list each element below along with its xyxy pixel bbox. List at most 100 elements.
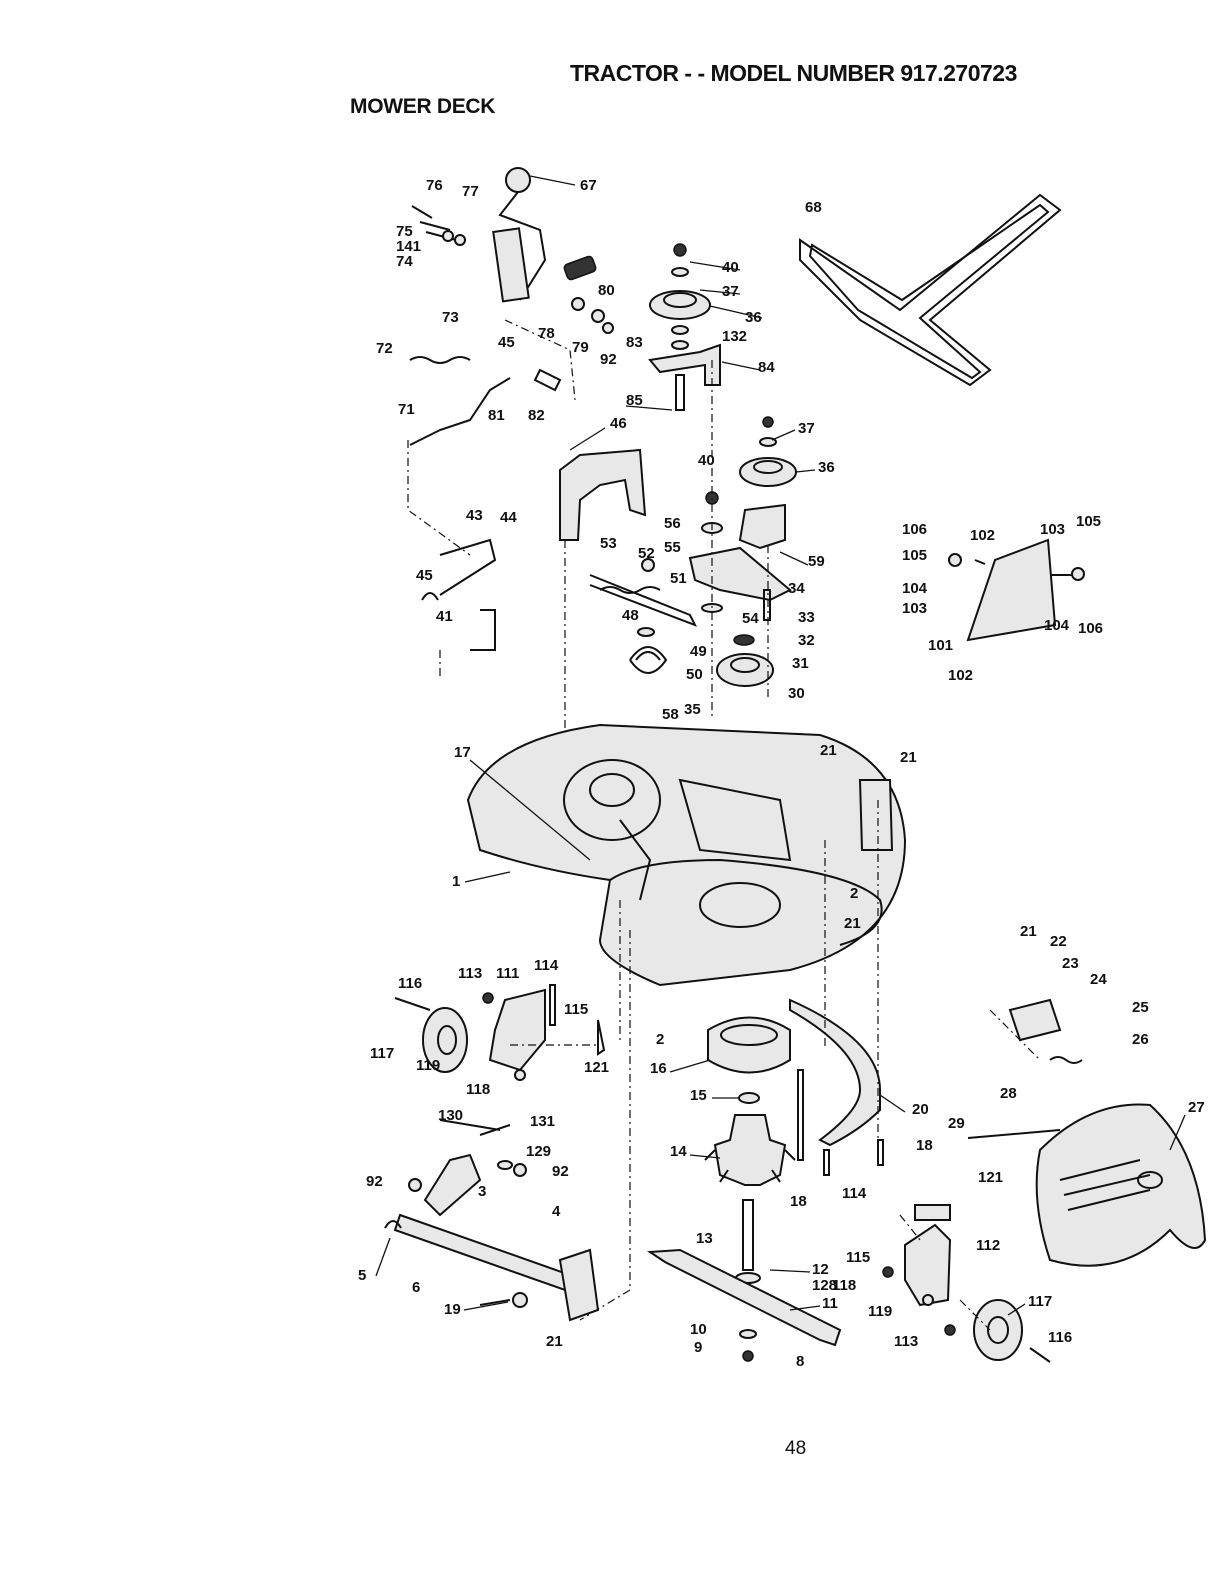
part-callout-p67: 67 <box>580 177 597 194</box>
part-callout-p102a: 102 <box>970 527 995 544</box>
page-number: 48 <box>785 1438 807 1459</box>
part-callout-p30: 30 <box>788 685 805 702</box>
right-gauge-wheel <box>882 1204 1051 1363</box>
left-gauge-wheel <box>394 984 606 1081</box>
part-callout-p29: 29 <box>948 1115 965 1132</box>
part-callout-p75: 75 <box>396 223 413 240</box>
part-callout-p34: 34 <box>788 580 805 597</box>
deck-housing <box>466 723 907 987</box>
part-callout-p119b: 119 <box>868 1303 892 1320</box>
part-callout-p130: 130 <box>438 1107 463 1124</box>
part-callout-p55: 55 <box>664 539 681 556</box>
part-callout-p33: 33 <box>798 609 815 626</box>
part-callout-p81: 81 <box>488 407 505 424</box>
part-callout-p103b: 103 <box>902 600 927 617</box>
part-callout-p2b: 2 <box>656 1031 664 1048</box>
springs-and-rods <box>409 356 562 651</box>
part-callout-p40a: 40 <box>722 259 739 276</box>
upper-idler-pulley <box>648 243 721 411</box>
part-callout-p44: 44 <box>500 509 517 526</box>
lift-links <box>384 1119 600 1322</box>
part-callout-p21d: 21 <box>546 1333 563 1350</box>
part-callout-p77: 77 <box>462 183 479 200</box>
part-callout-p51: 51 <box>670 570 687 587</box>
part-callout-p113a: 113 <box>458 965 482 982</box>
part-callout-p106b: 106 <box>1078 620 1103 637</box>
part-callout-p23: 23 <box>1062 955 1079 972</box>
part-callout-p104b: 104 <box>1044 617 1070 634</box>
idler-arm-springs <box>589 558 698 674</box>
part-callout-p129: 129 <box>526 1143 551 1160</box>
part-callout-p2a: 2 <box>850 885 858 902</box>
part-callout-p6: 6 <box>412 1279 420 1296</box>
part-callout-p8: 8 <box>796 1353 804 1370</box>
part-callout-p40b: 40 <box>698 452 715 469</box>
part-callout-p114b: 114 <box>842 1185 867 1202</box>
spindle-blade-assembly <box>646 1016 842 1362</box>
part-callout-p118a: 118 <box>466 1081 490 1098</box>
part-callout-p35: 35 <box>684 701 701 718</box>
part-callout-p115b: 115 <box>846 1249 870 1266</box>
part-callout-p85: 85 <box>626 392 643 409</box>
part-callout-p105b: 105 <box>902 547 927 564</box>
part-callout-p14: 14 <box>670 1143 687 1160</box>
part-callout-p78: 78 <box>538 325 555 342</box>
page-title: TRACTOR - - MODEL NUMBER 917.270723 <box>570 60 1017 86</box>
part-callout-p36b: 36 <box>818 459 835 476</box>
part-callout-p50: 50 <box>686 666 703 683</box>
part-callout-p21a: 21 <box>820 742 837 759</box>
part-callout-p102b: 102 <box>948 667 973 684</box>
part-callout-p11: 11 <box>822 1295 838 1312</box>
part-callout-p36a: 36 <box>745 309 762 326</box>
part-callout-p9: 9 <box>694 1339 702 1356</box>
part-callout-p26: 26 <box>1132 1031 1149 1048</box>
part-callout-p101: 101 <box>928 637 953 654</box>
part-callout-p45a: 45 <box>498 334 515 351</box>
leader-lines <box>375 175 1186 1316</box>
section-title: MOWER DECK <box>350 95 496 118</box>
part-callout-p121b: 121 <box>978 1169 1003 1186</box>
discharge-chute <box>967 998 1207 1267</box>
part-callout-p37a: 37 <box>722 283 739 300</box>
part-callout-p128: 128 <box>812 1277 837 1294</box>
part-callout-p28: 28 <box>1000 1085 1017 1102</box>
part-callout-p111: 111 <box>496 965 519 982</box>
part-callout-p131: 131 <box>530 1113 555 1130</box>
part-callout-p121a: 121 <box>584 1059 609 1076</box>
part-callout-p80: 80 <box>598 282 615 299</box>
part-callout-p41: 41 <box>436 608 453 625</box>
part-callout-p4: 4 <box>552 1203 561 1220</box>
part-callout-p104a: 104 <box>902 580 928 597</box>
part-callout-p117b: 117 <box>1028 1293 1052 1310</box>
part-callout-p17: 17 <box>454 744 471 761</box>
drive-belt <box>799 193 1062 387</box>
part-callout-p20: 20 <box>912 1101 929 1118</box>
part-callout-p71: 71 <box>398 401 415 418</box>
part-callout-p22: 22 <box>1050 933 1067 950</box>
part-callout-p31: 31 <box>792 655 809 672</box>
part-callout-p119a: 119 <box>416 1057 440 1074</box>
part-callout-p74: 74 <box>396 253 413 270</box>
part-callout-p12: 12 <box>812 1261 829 1278</box>
part-callout-p106a: 106 <box>902 521 927 538</box>
part-callout-p105a: 105 <box>1076 513 1101 530</box>
part-callout-p3: 3 <box>478 1183 486 1200</box>
part-callout-p27: 27 <box>1188 1099 1205 1116</box>
part-callout-p113b: 113 <box>894 1333 918 1350</box>
part-callout-p37b: 37 <box>798 420 815 437</box>
part-callout-p45b: 45 <box>416 567 433 584</box>
part-callout-p56: 56 <box>664 515 681 532</box>
part-callout-p10: 10 <box>690 1321 707 1338</box>
part-callout-p21e: 21 <box>1020 923 1037 940</box>
part-callout-p58: 58 <box>662 706 679 723</box>
part-callout-p48: 48 <box>622 607 639 624</box>
part-callout-p117a: 117 <box>370 1045 394 1062</box>
front-deck-arm <box>789 998 884 1176</box>
part-callout-p32: 32 <box>798 632 815 649</box>
part-callout-p46: 46 <box>610 415 627 432</box>
part-callout-p92c: 92 <box>552 1163 569 1180</box>
part-callout-p116b: 116 <box>1048 1329 1072 1346</box>
part-callout-p1: 1 <box>452 873 460 890</box>
part-callout-p18b: 18 <box>790 1193 807 1210</box>
